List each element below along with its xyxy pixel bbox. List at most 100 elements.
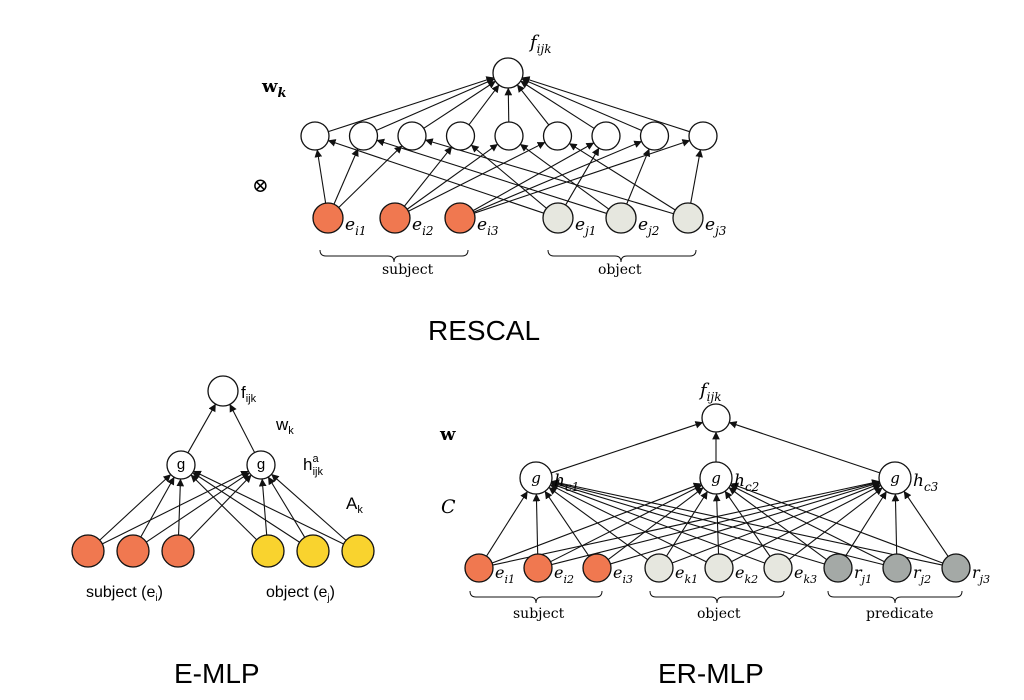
ermlp-subject-node	[582, 553, 612, 583]
rescal-hidden-node	[348, 121, 379, 151]
rescal-object-node	[542, 202, 574, 234]
rescal-hidden-node	[639, 121, 670, 151]
rescal-hidden-node	[542, 121, 573, 151]
emlp-subject-label: subject (ei)	[86, 584, 163, 604]
ermlp-object-node-label: ek2	[735, 563, 758, 586]
ermlp-output-node	[701, 403, 731, 433]
ermlp-nodes	[464, 403, 971, 583]
ermlp-edge-input-to-hidden	[550, 484, 703, 563]
emlp-caption: E-MLP	[174, 658, 260, 689]
rescal-object-node-label: ej2	[638, 215, 659, 238]
ermlp-predicate-node-label: rj3	[972, 563, 990, 586]
emlp-edge-input-to-hidden	[140, 476, 175, 538]
emlp-edge-hidden-to-output	[187, 403, 217, 454]
emlp-weight-label: wk	[275, 415, 294, 437]
ermlp-object-node-label: ek1	[675, 563, 698, 586]
rescal-hidden-node	[494, 121, 524, 151]
ermlp-predicate-node-label: rj1	[854, 563, 872, 586]
rescal-object-node-label: ej3	[705, 215, 727, 238]
rescal-object-node-label: ej1	[575, 215, 596, 238]
rescal-edge-hidden-to-output	[468, 84, 500, 126]
ermlp-hidden-side-label: hc1	[554, 471, 579, 494]
emlp-object-node	[251, 534, 285, 568]
ermlp-caption: ER-MLP	[658, 658, 764, 689]
ermlp-weight-label: w	[439, 424, 456, 445]
rescal-hidden-node	[591, 121, 621, 151]
ermlp-predicate-brace-label: predicate	[866, 606, 933, 622]
emlp-hidden-node-label-1: g	[177, 456, 185, 473]
rescal-hidden-node	[445, 121, 476, 151]
emlp-edge-input-to-hidden	[192, 472, 300, 543]
emlp-hidden-node	[166, 450, 196, 480]
rescal-edge-object-to-hidden	[470, 144, 547, 209]
ermlp-output-label: fijk	[698, 380, 722, 404]
ermlp-edge-input-to-hidden	[891, 493, 900, 555]
rescal-edge-hidden-to-output	[520, 80, 595, 129]
ermlp-subject-brace	[469, 590, 603, 604]
emlp-subject-node	[71, 534, 105, 568]
emlp-subject-node	[116, 534, 150, 568]
rescal-edge-object-to-hidden	[376, 138, 607, 214]
rescal-edge-subject-to-hidden	[474, 139, 691, 214]
rescal-edge-hidden-to-output	[504, 87, 513, 123]
ermlp-object-node	[704, 553, 734, 583]
ermlp-edge-input-to-hidden	[730, 482, 944, 564]
ermlp-predicate-brace	[827, 590, 963, 604]
rescal-output-label: fijk	[528, 32, 552, 56]
rescal-subject-node-label: ei1	[345, 215, 367, 238]
ermlp-edge-input-to-hidden	[532, 493, 541, 555]
ermlp-object-node	[644, 553, 674, 583]
emlp-subject-node	[161, 534, 195, 568]
rescal-edges	[314, 76, 703, 215]
emlp-edge-input-to-hidden	[99, 474, 172, 541]
emlp-output-label: fijk	[241, 383, 257, 405]
ermlp-object-node-label: ek3	[794, 563, 817, 586]
rescal-edge-hidden-to-output	[521, 76, 690, 133]
rescal-edge-object-to-hidden	[626, 148, 651, 205]
ermlp-hidden-side-label: hc3	[913, 471, 939, 494]
rescal-edge-subject-to-hidden	[406, 143, 498, 210]
ermlp-edge-input-to-hidden	[845, 491, 887, 557]
ermlp-hidden-node	[519, 461, 553, 495]
rescal-output-node	[492, 57, 524, 89]
rescal-subject-node-label: ei3	[477, 215, 499, 238]
ermlp-object-brace-label: object	[697, 606, 741, 622]
ermlp-matrix-label: C	[441, 496, 456, 518]
ermlp-edge-input-to-hidden	[607, 487, 704, 560]
rescal-edge-subject-to-hidden	[314, 149, 327, 204]
ermlp-edge-input-to-hidden	[731, 484, 882, 563]
rescal-subject-node	[444, 202, 476, 234]
ermlp-object-node	[763, 553, 793, 583]
ermlp-edge-input-to-hidden	[788, 487, 883, 560]
rescal-product-symbol: ⊗	[252, 173, 269, 197]
rescal-edge-hidden-to-output	[376, 78, 495, 131]
rescal-object-node	[605, 202, 637, 234]
ermlp-edge-input-to-hidden	[548, 487, 649, 561]
rescal-edge-subject-to-hidden	[472, 142, 595, 212]
rescal-edge-subject-to-hidden	[403, 146, 453, 207]
ermlp-predicate-node	[882, 553, 912, 583]
rescal-edge-object-to-hidden	[425, 138, 674, 215]
rescal-edge-hidden-to-output	[423, 80, 496, 129]
ermlp-edge-input-to-hidden	[550, 482, 766, 564]
rescal-subject-brace	[319, 249, 469, 263]
ermlp-edges	[486, 421, 949, 566]
ermlp-subject-node-label: ei1	[495, 563, 515, 586]
emlp-hidden-node-label-2: g	[257, 456, 265, 473]
rescal-edge-subject-to-hidden	[338, 145, 403, 208]
rescal-subject-node-label: ei2	[412, 215, 434, 238]
ermlp-edge-input-to-hidden	[486, 491, 528, 557]
rescal-edge-hidden-to-output	[521, 78, 642, 131]
emlp-edge-input-to-hidden	[176, 478, 185, 536]
rescal-hidden-node	[688, 121, 718, 151]
rescal-subject-brace-label: subject	[382, 262, 434, 278]
emlp-edge-input-to-hidden	[190, 474, 258, 541]
ermlp-hidden-node	[699, 461, 733, 495]
emlp-edge-input-to-hidden	[258, 478, 268, 536]
emlp-matrix-label: Ak	[346, 494, 363, 516]
rescal-object-brace	[547, 249, 697, 263]
rescal-edge-hidden-to-output	[516, 84, 550, 126]
emlp-hidden-node	[246, 450, 276, 480]
